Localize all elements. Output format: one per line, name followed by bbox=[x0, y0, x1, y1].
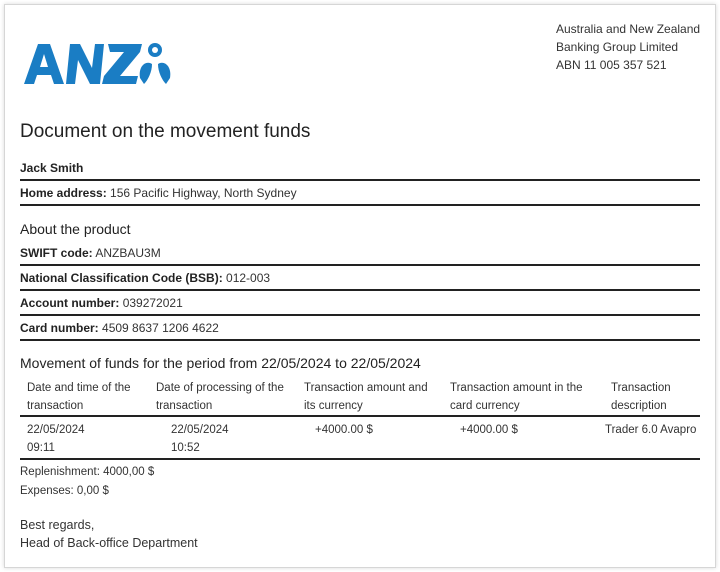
cell-description: Trader 6.0 Avapro bbox=[605, 424, 697, 436]
swift-row: SWIFT code: ANZBAU3M bbox=[20, 246, 700, 266]
bsb-value: 012-003 bbox=[226, 271, 271, 285]
card-row: Card number: 4509 8637 1206 4622 bbox=[20, 321, 700, 341]
account-value: 039272021 bbox=[122, 296, 183, 310]
header-description: Transaction description bbox=[611, 379, 671, 415]
cell-processing-date: 22/05/2024 10:52 bbox=[171, 421, 229, 457]
cell-text: 22/05/2024 bbox=[27, 424, 85, 436]
closing-signature: Head of Back-office Department bbox=[20, 536, 198, 550]
cell-text: 22/05/2024 bbox=[171, 424, 229, 436]
header-text: Date and time of the bbox=[27, 382, 131, 394]
table-row: 22/05/2024 09:11 22/05/2024 10:52 +4000.… bbox=[20, 417, 700, 460]
header-text: card currency bbox=[450, 400, 520, 412]
bank-info-line: Australia and New Zealand bbox=[556, 22, 701, 36]
expenses-total: Expenses: 0,00 $ bbox=[20, 485, 109, 497]
header-processing-date: Date of processing of the transaction bbox=[156, 379, 284, 415]
replenishment-total: Replenishment: 4000,00 $ bbox=[20, 466, 155, 478]
header-text: Transaction amount and bbox=[304, 382, 428, 394]
header-text: description bbox=[611, 400, 667, 412]
customer-name-row: Jack Smith bbox=[20, 161, 700, 181]
home-address-row: Home address: 156 Pacific Highway, North… bbox=[20, 186, 700, 206]
header-card-amount: Transaction amount in the card currency bbox=[450, 379, 583, 415]
document-frame bbox=[4, 4, 716, 568]
bank-info: Australia and New Zealand Banking Group … bbox=[556, 20, 700, 74]
document-title: Document on the movement funds bbox=[20, 121, 311, 142]
header-date-time: Date and time of the transaction bbox=[27, 379, 131, 415]
header-text: transaction bbox=[156, 400, 213, 412]
movement-section-title: Movement of funds for the period from 22… bbox=[20, 355, 421, 371]
header-amount: Transaction amount and its currency bbox=[304, 379, 428, 415]
account-label: Account number: bbox=[20, 296, 120, 310]
header-text: Transaction amount in the bbox=[450, 382, 583, 394]
header-text: transaction bbox=[27, 400, 84, 412]
header-text: its currency bbox=[304, 400, 363, 412]
closing-regards: Best regards, bbox=[20, 518, 95, 532]
swift-label: SWIFT code: bbox=[20, 246, 93, 260]
cell-text: 09:11 bbox=[27, 442, 55, 454]
cell-amount: +4000.00 $ bbox=[315, 424, 373, 436]
bsb-label: National Classification Code (BSB): bbox=[20, 271, 223, 285]
card-value: 4509 8637 1206 4622 bbox=[102, 321, 219, 335]
header-text: Date of processing of the bbox=[156, 382, 284, 394]
cell-date-time: 22/05/2024 09:11 bbox=[27, 421, 85, 457]
home-address-label: Home address: bbox=[20, 186, 107, 200]
table-header-row: Date and time of the transaction Date of… bbox=[20, 376, 700, 417]
bsb-row: National Classification Code (BSB): 012-… bbox=[20, 271, 700, 291]
swift-value: ANZBAU3M bbox=[95, 246, 161, 260]
header-text: Transaction bbox=[611, 382, 671, 394]
customer-name: Jack Smith bbox=[20, 161, 84, 175]
cell-text: 10:52 bbox=[171, 442, 200, 454]
home-address-value: 156 Pacific Highway, North Sydney bbox=[110, 186, 297, 200]
cell-card-amount: +4000.00 $ bbox=[460, 424, 518, 436]
bank-info-line: ABN 11 005 357 521 bbox=[556, 58, 667, 72]
card-label: Card number: bbox=[20, 321, 99, 335]
anz-logo bbox=[24, 43, 171, 84]
bank-info-line: Banking Group Limited bbox=[556, 40, 679, 54]
transactions-table: Date and time of the transaction Date of… bbox=[20, 376, 700, 460]
account-row: Account number: 039272021 bbox=[20, 296, 700, 316]
product-section-title: About the product bbox=[20, 221, 131, 237]
